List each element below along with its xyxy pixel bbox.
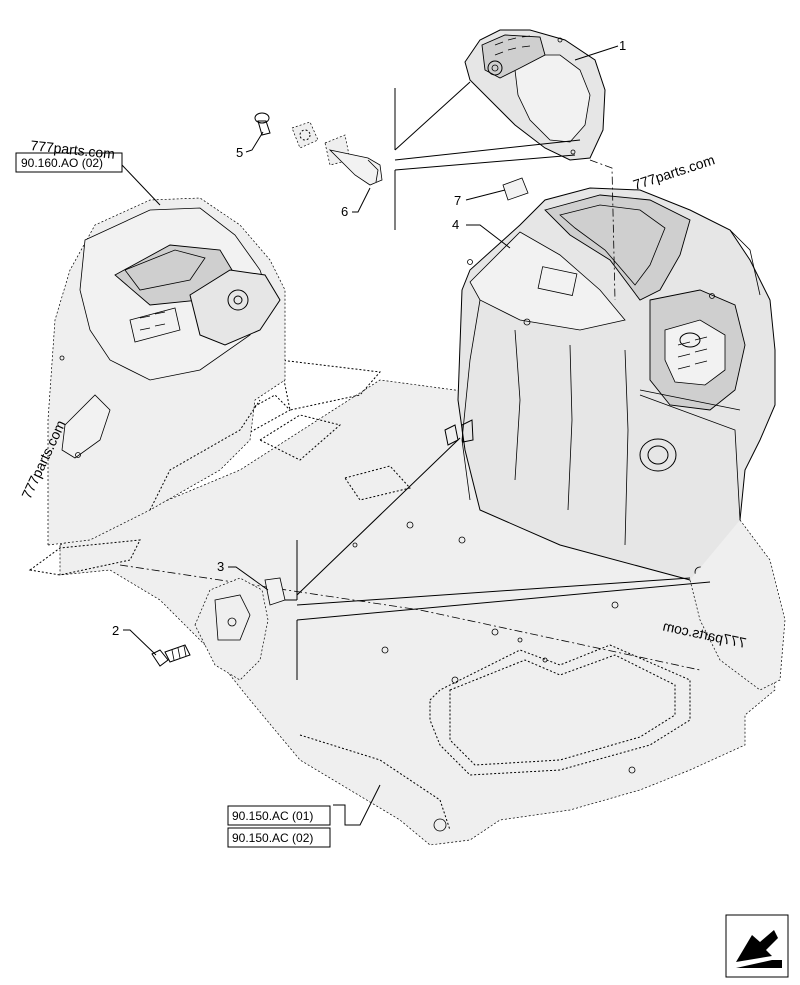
callout-5: 5: [236, 145, 243, 160]
ref-box-bottom-2: [227, 827, 331, 848]
callout-4: 4: [452, 217, 459, 232]
reference-boxes: 90.160.AO (02) 90.150.AC (01) 90.150.AC …: [15, 152, 331, 848]
ref-box-top-left: [15, 152, 123, 173]
label-part-7: [502, 177, 529, 201]
callout-1: 1: [619, 38, 626, 53]
leader-lines: [121, 45, 619, 826]
assembly-lines: [285, 81, 711, 680]
ref-bottom-2[interactable]: 90.150.AC (02): [232, 831, 313, 845]
callout-2: 2: [112, 623, 119, 638]
bracket-part-6: [291, 121, 383, 186]
callout-6: 6: [341, 204, 348, 219]
ref-box-bottom-1: [227, 805, 331, 826]
bolt-part-5: [254, 112, 271, 136]
ref-bottom-1[interactable]: 90.150.AC (01): [232, 809, 313, 823]
left-console-reference: [47, 197, 286, 546]
next-page-arrow-icon[interactable]: [725, 914, 789, 978]
cover-plate-part-1: [464, 29, 606, 161]
ref-top-left[interactable]: 90.160.AO (02): [21, 156, 103, 170]
bolt-part-2: [151, 644, 191, 667]
callout-7: 7: [454, 193, 461, 208]
clip-part-3: [194, 577, 286, 681]
watermark-upper-right: 777parts.com: [631, 151, 717, 192]
callouts: 1 2 3 4 5 6 7: [112, 38, 626, 638]
rear-panel-part-4: [444, 187, 786, 691]
callout-3: 3: [217, 559, 224, 574]
